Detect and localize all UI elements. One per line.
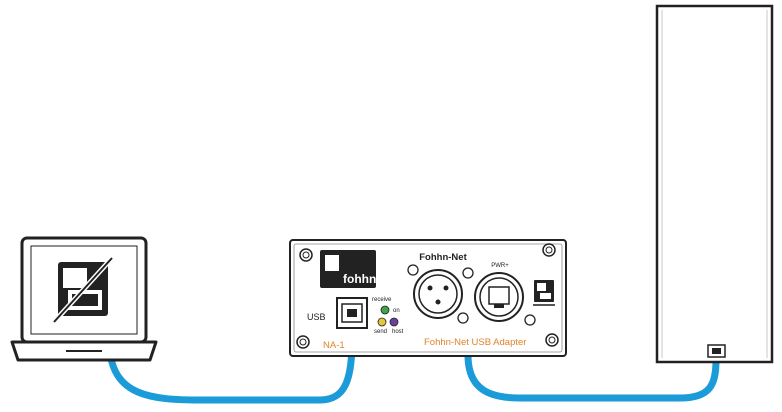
screw-icon — [299, 248, 313, 262]
speaker-column-icon — [655, 4, 774, 364]
led-receive-label: receive — [372, 297, 392, 303]
led-on-label: on — [393, 308, 400, 314]
screw-icon — [545, 333, 559, 347]
model-label: NA-1 — [323, 340, 345, 351]
usb-adapter-device: fohhn Fohhn-Net USB receive on send host — [289, 239, 567, 357]
rj45-port-icon — [462, 267, 536, 326]
led-host-label: host — [392, 329, 404, 335]
adapter-title: Fohhn-Net — [419, 252, 467, 263]
rj45-label: PWR+ — [491, 263, 509, 269]
usb-label: USB — [307, 312, 326, 322]
logo-text: fohhn — [343, 272, 376, 286]
led-host — [389, 317, 399, 327]
screw-icon — [542, 243, 556, 257]
fohhn-logo: fohhn — [320, 250, 376, 288]
usb-cable — [106, 314, 356, 404]
speaker-connector-icon — [707, 344, 726, 358]
product-label: Fohhn-Net USB Adapter — [424, 337, 526, 348]
led-send — [377, 317, 387, 327]
screw-icon — [296, 335, 310, 349]
usb-port-icon — [336, 297, 368, 329]
fohhn-badge-icon — [533, 280, 555, 306]
fohhn-net-cable — [464, 314, 720, 402]
xlr-port-icon — [407, 264, 469, 324]
laptop-icon — [10, 236, 158, 362]
led-receive — [380, 305, 390, 315]
led-send-label: send — [374, 329, 387, 335]
fohhn-logo-icon — [52, 256, 114, 324]
